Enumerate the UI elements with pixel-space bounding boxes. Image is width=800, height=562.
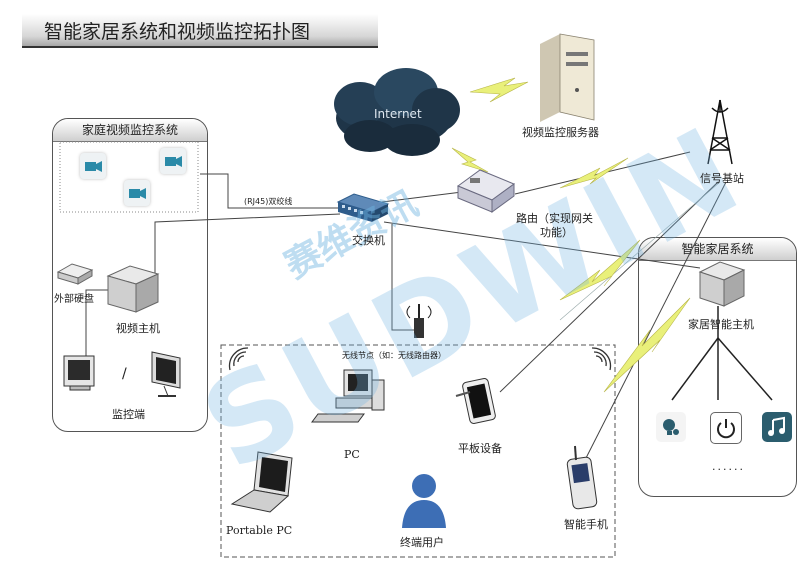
tablet-icon [455, 378, 496, 424]
wireless-antenna-icon [406, 304, 432, 338]
router-label-cont: 功能） [540, 226, 573, 239]
monitor-separator: / [122, 366, 127, 382]
page-title: 智能家居系统和视频监控拓扑图 [44, 21, 311, 43]
camera-icon [80, 153, 106, 179]
user-label: 终端用户 [400, 536, 444, 549]
switch-icon [336, 193, 390, 222]
wifi-signal-icon-left [228, 347, 249, 371]
pc-icon [311, 369, 385, 423]
tree-right [717, 337, 773, 401]
laptop-icon [230, 451, 293, 513]
smart-host-label: 家居智能主机 [688, 318, 754, 331]
ext-disk-label: 外部硬盘 [54, 294, 94, 305]
cable-switch-smarthost [383, 221, 701, 269]
pc-label: PC [344, 448, 360, 461]
link-basestation-phone [584, 181, 727, 461]
lcd-monitor-icon [151, 351, 181, 397]
link-phone-extra [559, 181, 721, 321]
monitor-label: 监控端 [112, 408, 145, 421]
server-icon [540, 33, 595, 122]
wifi-signal-icon-right [591, 347, 612, 371]
cable-camera-switch [200, 173, 340, 209]
lightning-bolt-server [469, 77, 529, 103]
server-label: 视频监控服务器 [522, 126, 599, 139]
user-icon [402, 474, 446, 528]
internet-label: Internet [374, 107, 422, 121]
lightning-bolt-router [559, 157, 629, 189]
switch-label: 交换机 [352, 234, 385, 247]
smart-home-host-icon [698, 261, 746, 307]
cable-switch-router [381, 191, 463, 203]
lightning-bolt-phone [603, 297, 691, 393]
tablet-label: 平板设备 [458, 442, 502, 455]
router-label: 路由（实现网关 [516, 212, 593, 225]
camera-icon [124, 180, 150, 206]
lightning-bolt-tablet [559, 239, 641, 301]
bulb-app-icon [656, 412, 686, 442]
signal-tower-icon [707, 99, 733, 165]
cable-host-monitor [85, 289, 110, 356]
title-banner: 智能家居系统和视频监控拓扑图 [22, 14, 378, 48]
video-host-icon [106, 265, 160, 313]
lightning-bolt-internet [451, 147, 489, 173]
smarthome-panel-title: 智能家居系统 [639, 238, 796, 261]
music-app-icon [762, 412, 792, 442]
video-host-label: 视频主机 [116, 322, 160, 335]
phone-icon [566, 445, 598, 510]
wireless-area-box [220, 344, 616, 558]
cable-switch-wireless [391, 224, 416, 331]
external-disk-icon [56, 263, 94, 285]
camera-group-box [59, 141, 199, 213]
router-icon [456, 169, 516, 213]
phone-label: 智能手机 [564, 518, 608, 531]
more-devices-ellipsis: ...... [712, 460, 745, 473]
base-station-label: 信号基站 [700, 172, 744, 185]
laptop-label: Portable PC [226, 524, 293, 537]
power-app-icon [710, 412, 742, 444]
tree-left [671, 337, 719, 401]
cable-host-switch [154, 213, 341, 274]
crt-monitor-icon [63, 355, 95, 391]
internet-cloud-icon [334, 68, 460, 156]
cable-label: (RJ45)双绞线 [244, 197, 293, 206]
camera-icon [160, 148, 186, 174]
wireless-node-label: 无线节点（如：无线路由器） [342, 351, 446, 360]
link-basestation-tablet [499, 181, 719, 393]
